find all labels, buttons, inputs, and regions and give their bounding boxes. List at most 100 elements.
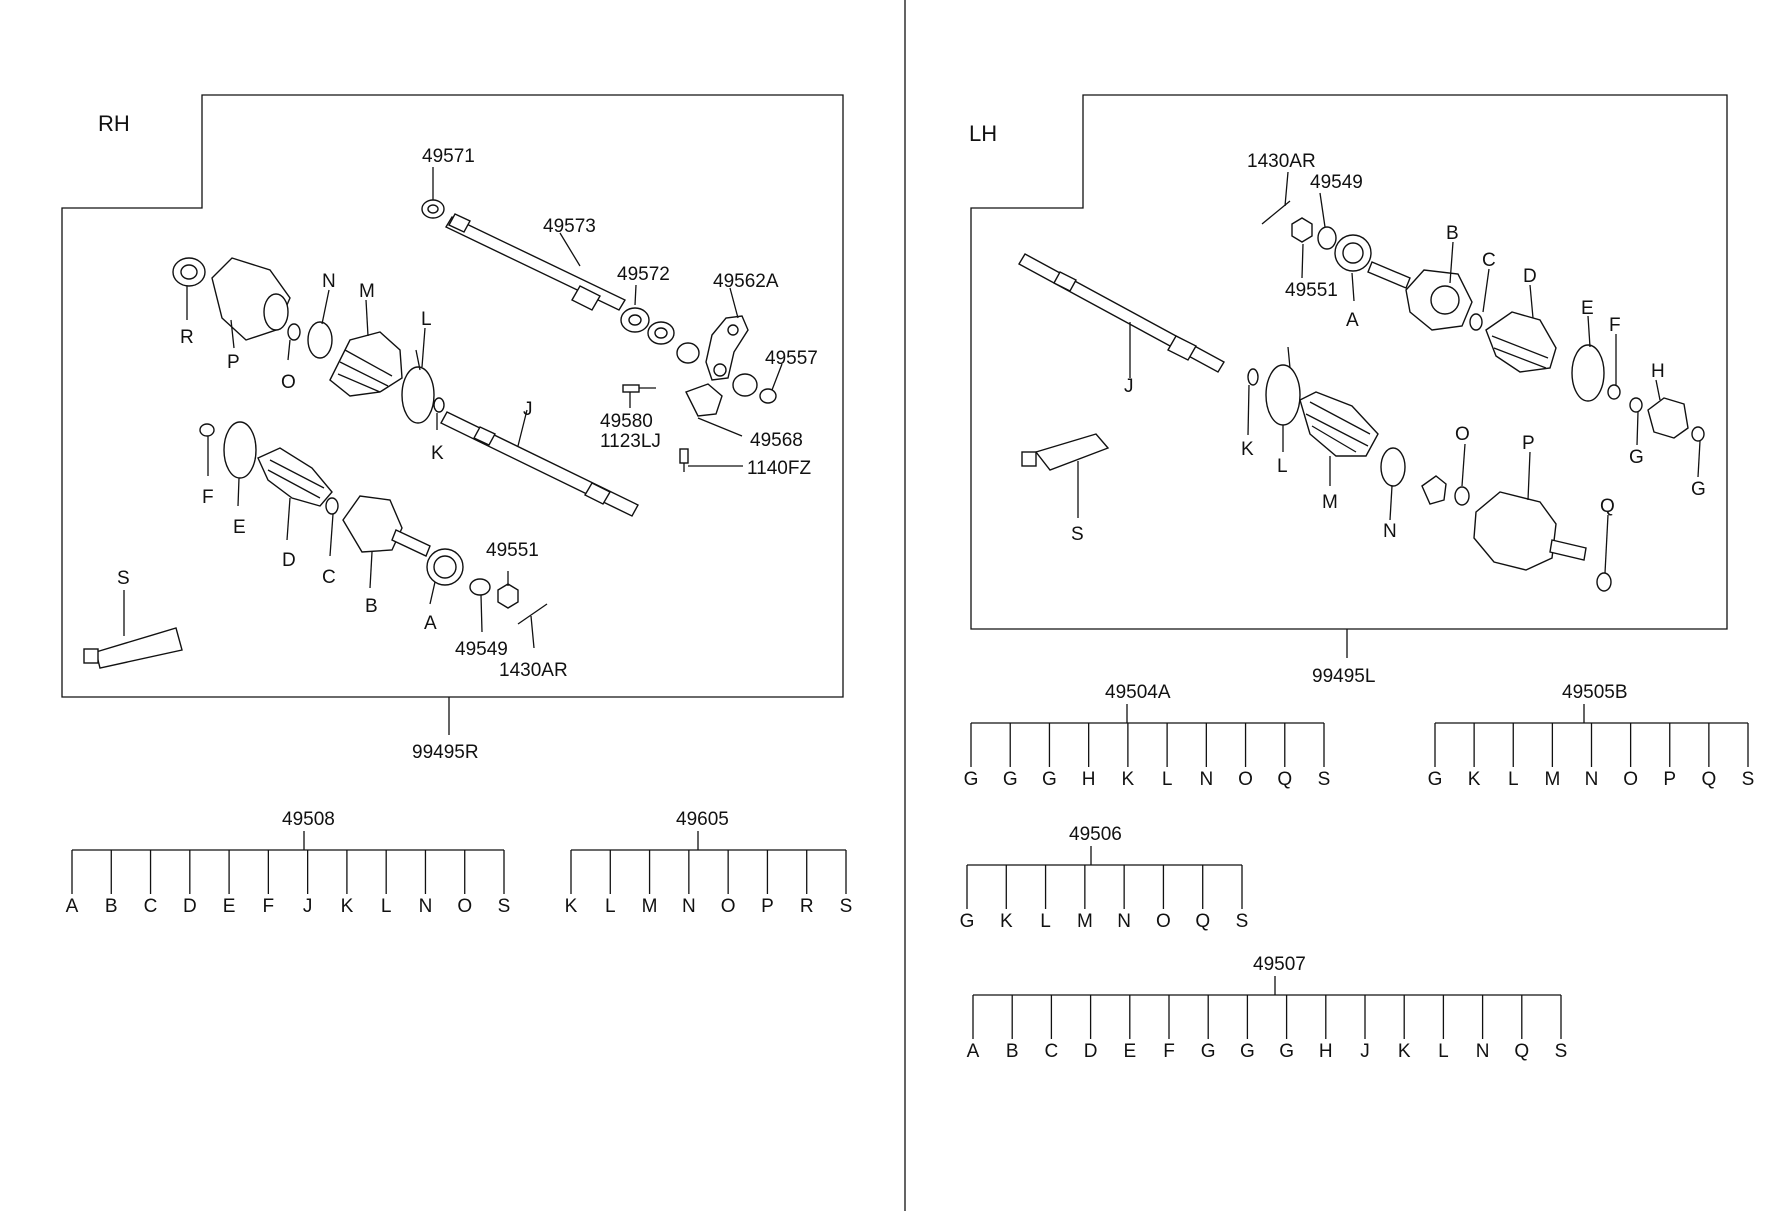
kit-code-label: 49507 xyxy=(1253,954,1306,975)
kit-item-label: N xyxy=(419,896,433,917)
kit-item-label: N xyxy=(1476,1041,1490,1062)
rh-shield-49568 xyxy=(685,383,723,417)
lh-boot-M xyxy=(1299,391,1379,457)
rh-boot-D xyxy=(257,447,333,507)
kit-item-label: Q xyxy=(1195,911,1210,932)
rh-label-49557: 49557 xyxy=(765,348,818,369)
rh-label-1123LJ: 1123LJ xyxy=(600,431,661,452)
rh-label-P: P xyxy=(227,352,240,373)
rh-clip-K xyxy=(433,397,445,413)
kit-item-label: N xyxy=(1117,911,1131,932)
kit-item-label: O xyxy=(1156,911,1171,932)
kit-item-label: E xyxy=(223,896,236,917)
lh-label-H: H xyxy=(1651,361,1665,382)
rh-label-K: K xyxy=(431,443,444,464)
kit-item-label: L xyxy=(1438,1041,1449,1062)
kit-item-label: M xyxy=(1544,769,1560,790)
rh-band-E xyxy=(223,421,257,479)
lh-side-label: LH xyxy=(969,121,997,146)
rh-label-R: R xyxy=(180,327,194,348)
kit-item-label: E xyxy=(1123,1041,1136,1062)
lh-joint-B xyxy=(1367,261,1473,331)
kit-item-label: N xyxy=(682,896,696,917)
rh-label-S: S xyxy=(117,568,130,589)
rh-bolt-1140FZ xyxy=(679,448,689,472)
rh-label-E: E xyxy=(233,517,246,538)
lh-label-L: L xyxy=(1277,456,1288,477)
rh-bolt-49580 xyxy=(622,384,656,393)
kit-code-label: 49605 xyxy=(676,809,729,830)
rh-washer-49549 xyxy=(469,578,491,596)
kit-item-label: S xyxy=(1742,769,1755,790)
rh-label-B: B xyxy=(365,596,378,617)
rh-part-labels: 49571 49573 49572 49562A 49557 49580 112… xyxy=(117,146,818,763)
rh-joint-B xyxy=(342,495,403,553)
lh-label-D: D xyxy=(1523,266,1537,287)
kit-item-label: L xyxy=(1162,769,1173,790)
kit-code-label: 49504A xyxy=(1105,682,1171,703)
kit-item-label: K xyxy=(565,896,578,917)
lh-label-G1: G xyxy=(1629,447,1644,468)
rh-label-49562A: 49562A xyxy=(713,271,779,292)
lh-label-P: P xyxy=(1522,433,1535,454)
kit-item-label: K xyxy=(1468,769,1481,790)
lh-shaft-J xyxy=(1018,253,1225,373)
lh-frame xyxy=(970,94,1728,630)
lh-leader-lines xyxy=(1077,171,1701,658)
rh-frame xyxy=(61,94,844,698)
lh-seal-Q xyxy=(1596,572,1612,592)
kit-item-label: G xyxy=(1279,1041,1294,1062)
lh-housing-P xyxy=(1473,491,1557,571)
rh-clip-F xyxy=(199,423,215,437)
kit-item-label: P xyxy=(761,896,774,917)
kit-item-label: K xyxy=(1000,911,1013,932)
lh-label-S: S xyxy=(1071,524,1084,545)
kit-item-label: O xyxy=(1623,769,1638,790)
kit-item-label: A xyxy=(967,1041,980,1062)
lh-label-1430AR: 1430AR xyxy=(1247,151,1316,172)
lh-label-A: A xyxy=(1346,310,1359,331)
rh-outboard-joint-group xyxy=(199,421,548,625)
rh-band-L xyxy=(401,366,435,424)
kit-item-label: Q xyxy=(1514,1041,1529,1062)
lh-part-labels: 1430AR 49549 49551 A B C D E F H G G J K… xyxy=(1071,151,1706,687)
kit-code-label: 49505B xyxy=(1562,682,1628,703)
kit-item-label: M xyxy=(1077,911,1093,932)
kit-item-label: O xyxy=(1238,769,1253,790)
lh-label-K: K xyxy=(1241,439,1254,460)
rh-cotter-1430AR xyxy=(517,603,548,625)
kit-item-label: A xyxy=(66,896,79,917)
lh-cotter-1430AR xyxy=(1261,200,1291,225)
lh-label-49551: 49551 xyxy=(1285,280,1338,301)
lh-label-Q: Q xyxy=(1600,496,1615,517)
kit-item-label: R xyxy=(800,896,814,917)
lh-band-N xyxy=(1380,447,1406,487)
lh-band-L xyxy=(1265,364,1301,426)
lh-spider xyxy=(1421,475,1447,505)
lh-label-E: E xyxy=(1581,298,1594,319)
rh-inboard-joint-group xyxy=(172,257,445,424)
kit-item-label: N xyxy=(1199,769,1213,790)
lh-label-O: O xyxy=(1455,424,1470,445)
rh-bracket-49562A xyxy=(705,315,749,381)
kit-item-label: Q xyxy=(1701,769,1716,790)
rh-label-49571: 49571 xyxy=(422,146,475,167)
rh-label-D: D xyxy=(282,550,296,571)
kit-item-label: B xyxy=(1006,1041,1019,1062)
rh-leader-lines xyxy=(123,167,783,735)
kit-item-label: G xyxy=(1042,769,1057,790)
kit-item-label: S xyxy=(840,896,853,917)
kit-item-label: Q xyxy=(1277,769,1292,790)
kit-item-label: G xyxy=(1240,1041,1255,1062)
rh-label-1430AR: 1430AR xyxy=(499,660,568,681)
lh-grease-S xyxy=(1021,433,1110,471)
kit-item-label: H xyxy=(1319,1041,1333,1062)
kit-item-label: F xyxy=(263,896,275,917)
